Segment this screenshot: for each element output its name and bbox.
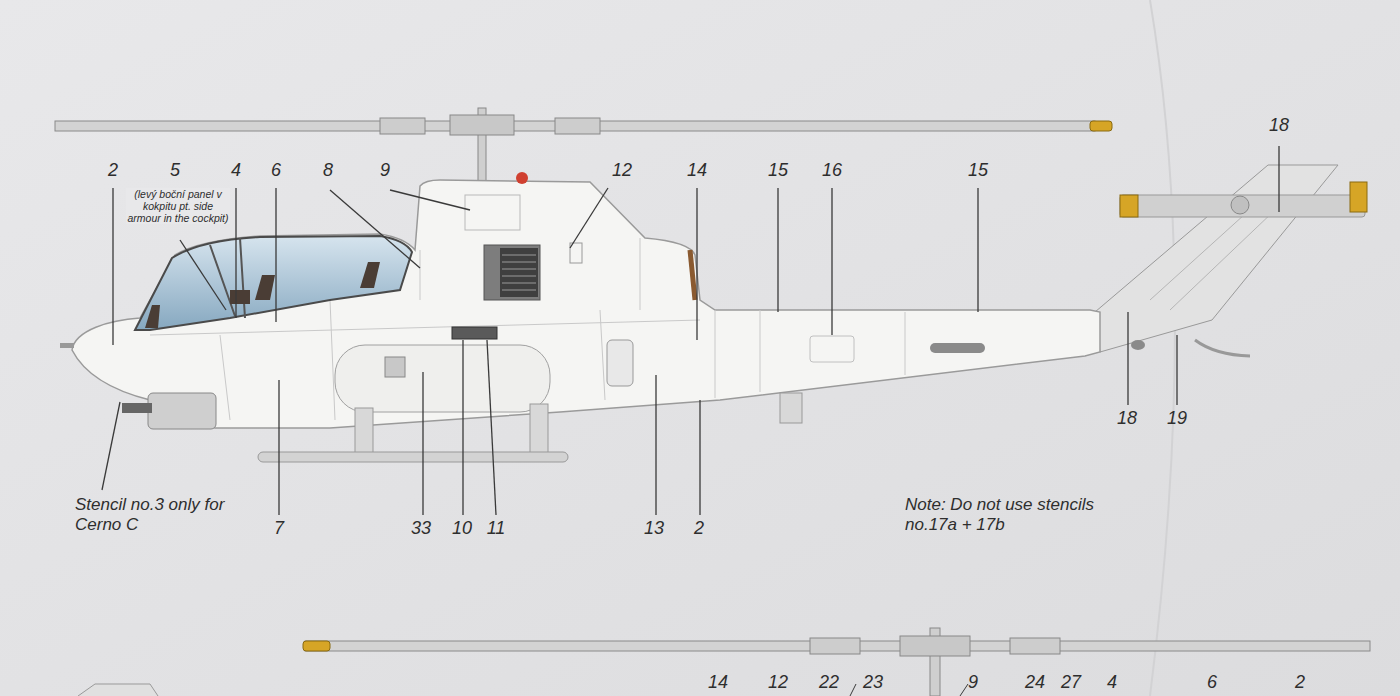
nose-turret [60, 343, 216, 429]
fuselage [72, 180, 1100, 428]
tail-fin [1095, 165, 1338, 352]
callout-number: 4 [1107, 672, 1117, 694]
callout-number: 23 [863, 672, 883, 694]
callout-number: 2 [108, 160, 118, 182]
callout-number: 10 [452, 518, 472, 540]
landing-skids [258, 393, 802, 462]
callout-number: 7 [274, 518, 284, 540]
callout-number: 8 [323, 160, 333, 182]
callout-number: 11 [487, 518, 506, 540]
second-view [78, 628, 1370, 696]
callout-number: 15 [968, 160, 988, 182]
tail-skid [1195, 340, 1250, 356]
hatch [465, 195, 520, 230]
callout-number: 6 [1207, 672, 1217, 694]
callout-number: 2 [694, 518, 704, 540]
beacon [516, 172, 528, 184]
callout-number: 14 [687, 160, 707, 182]
stub-wing [335, 345, 550, 412]
callout-number: 9 [968, 672, 978, 694]
callout-number: 5 [170, 160, 180, 182]
callout-number: 19 [1167, 408, 1187, 430]
exhaust-step [452, 327, 497, 339]
callout-number: 27 [1061, 672, 1081, 694]
callout-number: 12 [612, 160, 632, 182]
callout-number: 9 [380, 160, 390, 182]
tail-light [1131, 340, 1145, 350]
panel-lines [1150, 205, 1275, 310]
callout-number: 22 [819, 672, 839, 694]
note-text: (levý boční panel v kokpitu pt. side arm… [126, 188, 230, 224]
pod-fitting [385, 357, 405, 377]
vent [607, 340, 633, 386]
callout-number: 6 [271, 160, 281, 182]
leader-lines [102, 146, 1279, 515]
page-curve [1150, 0, 1175, 696]
callout-number: 13 [644, 518, 664, 540]
canopy-frame [210, 238, 245, 318]
callout-number: 12 [768, 672, 788, 694]
callout-number: 2 [1295, 672, 1305, 694]
main-rotor [55, 108, 1112, 186]
callout-number: 4 [231, 160, 241, 182]
note-text: Stencil no.3 only for Cerno C [75, 495, 250, 536]
callout-number: 24 [1025, 672, 1045, 694]
callout-number: 18 [1269, 115, 1289, 137]
intake-grille [484, 245, 540, 300]
tail-rotor [1120, 182, 1367, 217]
callout-number: 14 [708, 672, 728, 694]
boom-detail [930, 343, 985, 353]
callout-number: 33 [411, 518, 431, 540]
exhaust-edge [690, 250, 695, 300]
callout-number: 15 [768, 160, 788, 182]
seats [145, 262, 380, 328]
note-text: Note: Do not use stencils no.17a + 17b [905, 495, 1105, 536]
canopy [135, 236, 412, 330]
callout-number: 18 [1117, 408, 1137, 430]
boom-panel [810, 336, 854, 362]
callout-number: 16 [822, 160, 842, 182]
